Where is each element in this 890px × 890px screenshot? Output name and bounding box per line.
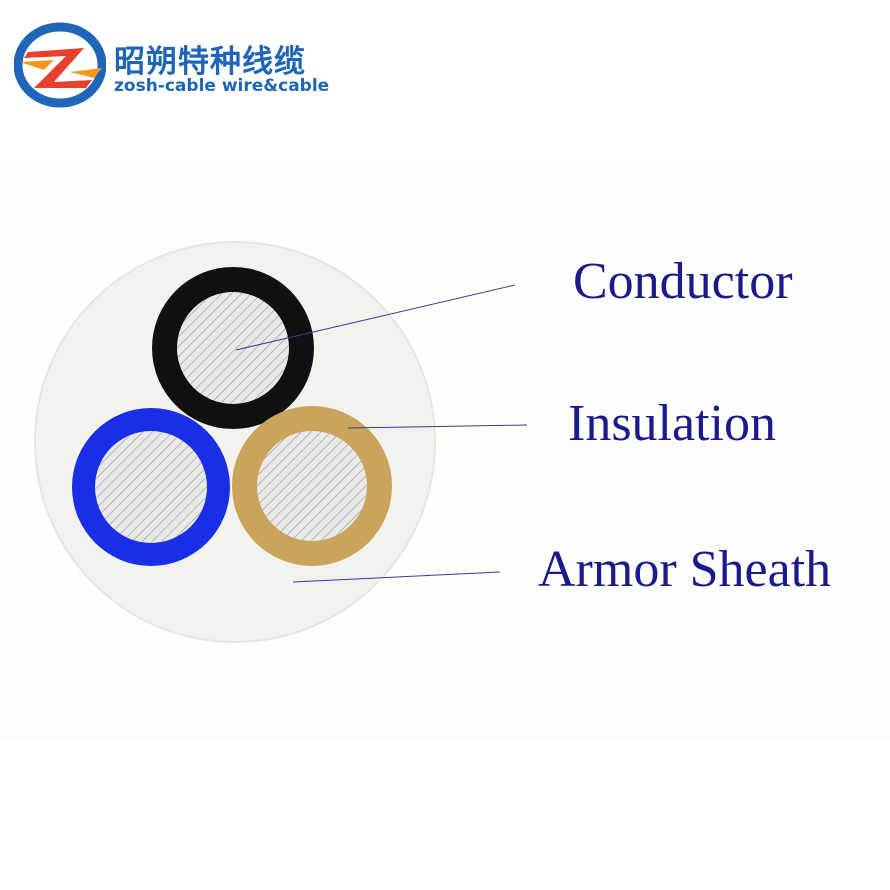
leader-insulation <box>347 424 528 429</box>
brand-name-cn: 昭朔特种线缆 <box>114 44 306 80</box>
core-blue <box>72 408 230 566</box>
conductor-black <box>177 292 289 404</box>
core-black <box>152 267 314 429</box>
conductor-blue <box>95 431 207 543</box>
leader-sheath <box>292 571 501 583</box>
brand-logo: 昭朔特种线缆 zosh-cable wire&cable <box>14 22 374 108</box>
zosh-logo-icon <box>14 22 106 108</box>
leader-conductor <box>235 284 516 351</box>
label-insulation: Insulation <box>568 395 776 452</box>
conductor-tan <box>257 431 367 541</box>
label-armor-sheath: Armor Sheath <box>538 541 832 598</box>
core-tan <box>232 406 392 566</box>
label-conductor: Conductor <box>573 253 793 310</box>
brand-name-en: zosh-cable wire&cable <box>114 76 330 96</box>
